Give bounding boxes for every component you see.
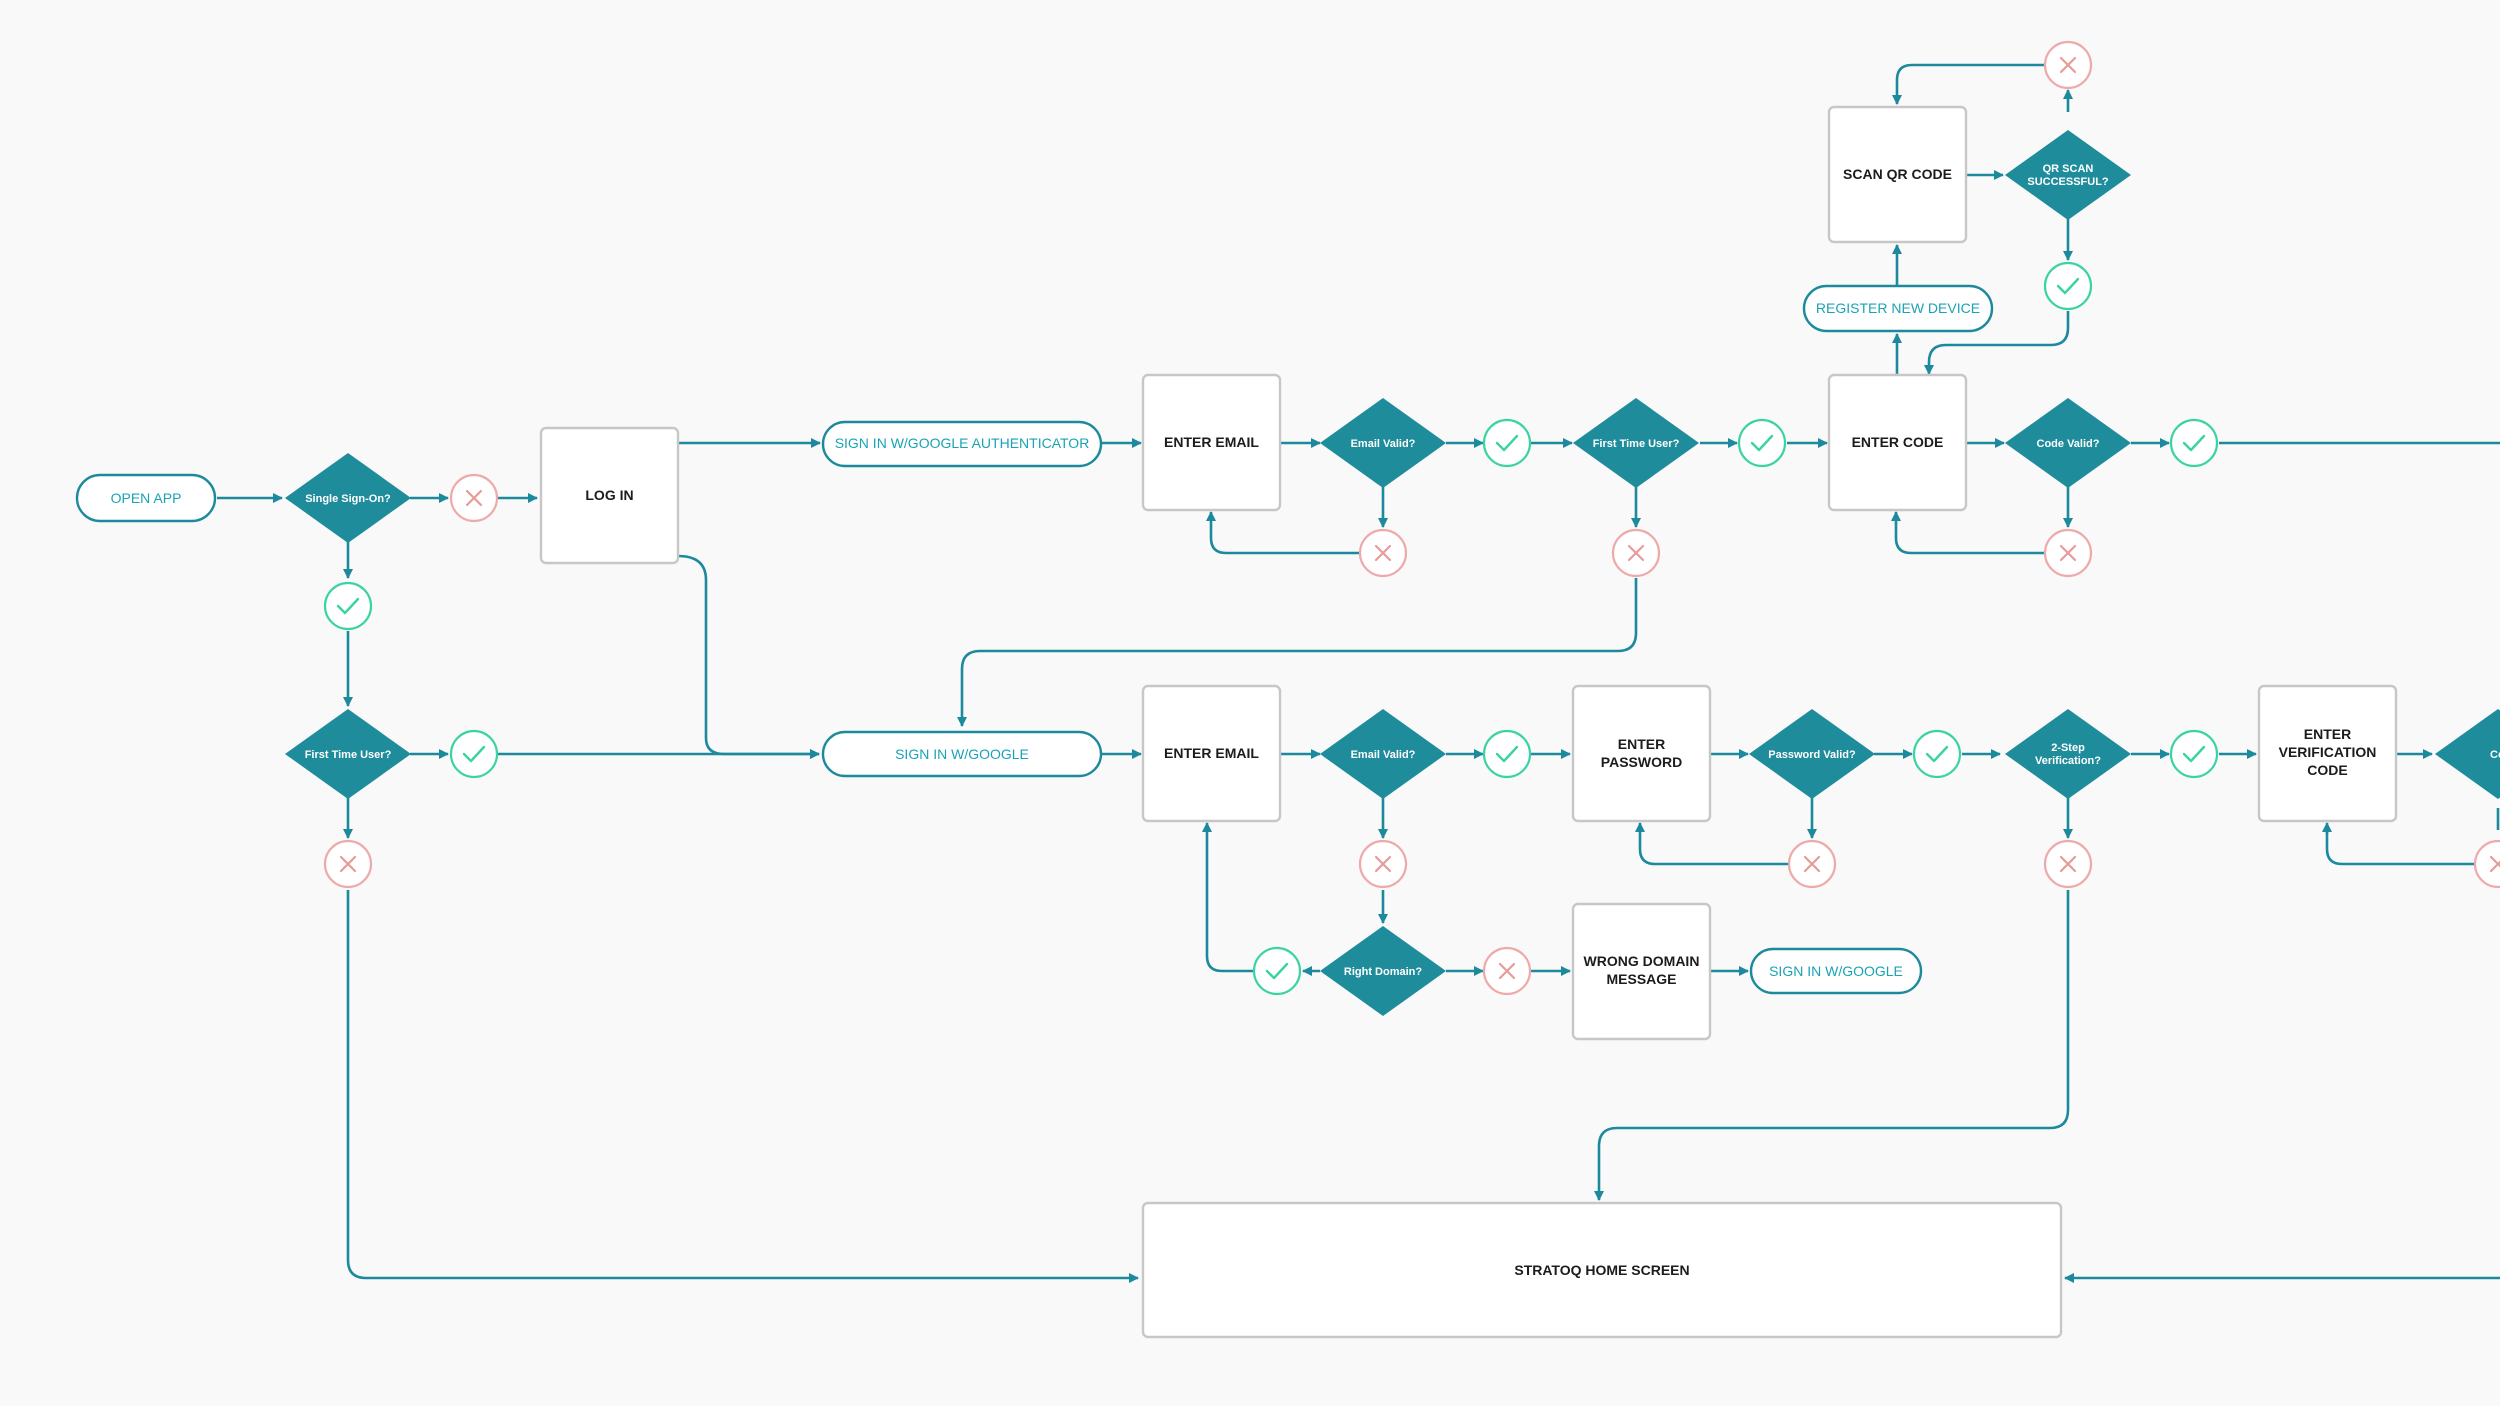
box-label: ENTER <box>1618 736 1665 752</box>
decision-label: Right Domain? <box>1344 966 1422 978</box>
no-x-icon <box>2043 528 2093 578</box>
box-label: ENTER CODE <box>1852 434 1944 450</box>
decision-label: Email Valid? <box>1351 749 1416 761</box>
decision-label: Verification? <box>2035 755 2101 767</box>
box-enter-code: ENTER CODE <box>1827 373 1968 512</box>
decision-label: Code Valid? <box>2037 438 2100 450</box>
box-label: STRATOQ HOME SCREEN <box>1514 1262 1689 1278</box>
decision-code-valid-top: Code Valid? <box>2005 398 2131 488</box>
no-x-icon <box>323 839 373 889</box>
connector <box>2325 830 2476 866</box>
box-enter-email-top: ENTER EMAIL <box>1141 373 1282 512</box>
decision-label: Email Valid? <box>1351 438 1416 450</box>
decision-label: SUCCESSFUL? <box>2027 176 2109 188</box>
decision-label: QR SCAN <box>2043 163 2094 175</box>
decision-qr-scan-successful: QR SCAN SUCCESSFUL? <box>2005 130 2131 220</box>
no-x-icon <box>1787 839 1837 889</box>
yes-check-icon <box>2043 261 2093 311</box>
box-label: VERIFICATION <box>2279 744 2377 760</box>
connector <box>346 890 1139 1283</box>
decision-code-valid-cut: Code V <box>2435 709 2500 799</box>
decision-first-time-user-top: First Time User? <box>1573 398 1699 488</box>
box-stratoq-home-screen: STRATOQ HOME SCREEN <box>1141 1201 2063 1339</box>
decision-2-step-verification: 2-Step Verification? <box>2005 709 2131 799</box>
connector <box>1635 822 1788 866</box>
decision-email-valid-top: Email Valid? <box>1320 398 1446 488</box>
yes-check-icon <box>2169 729 2219 779</box>
connector <box>677 554 820 759</box>
decision-label: Single Sign-On? <box>305 493 391 505</box>
box-label: PASSWORD <box>1601 754 1682 770</box>
yes-check-icon <box>323 581 373 631</box>
pill-label: SIGN IN W/GOOGLE AUTHENTICATOR <box>835 435 1090 451</box>
no-x-icon <box>449 473 499 523</box>
decision-email-valid-mid: Email Valid? <box>1320 709 1446 799</box>
yes-check-icon <box>1912 729 1962 779</box>
yes-check-icon <box>1482 418 1532 468</box>
box-label: CODE <box>2307 762 2347 778</box>
box-scan-qr-code: SCAN QR CODE <box>1827 105 1968 244</box>
box-enter-email-mid: ENTER EMAIL <box>1141 684 1282 823</box>
connector <box>1594 890 2070 1201</box>
box-label: ENTER <box>2304 726 2351 742</box>
no-x-icon <box>2043 40 2093 90</box>
decision-label: Password Valid? <box>1768 749 1856 761</box>
pill-label: OPEN APP <box>111 490 182 506</box>
no-x-icon <box>1358 528 1408 578</box>
no-x-icon <box>2043 839 2093 889</box>
connector <box>1206 511 1359 555</box>
pill-label: REGISTER NEW DEVICE <box>1816 300 1980 316</box>
decision-label: First Time User? <box>305 749 392 761</box>
box-log-in: LOG IN <box>539 426 680 565</box>
box-label: MESSAGE <box>1606 971 1676 987</box>
pill-sign-in-google-authenticator: SIGN IN W/GOOGLE AUTHENTICATOR <box>821 420 1103 468</box>
connector <box>1891 511 2044 555</box>
no-x-icon <box>1482 946 1532 996</box>
yes-check-icon <box>1737 418 1787 468</box>
pill-sign-in-google: SIGN IN W/GOOGLE <box>821 730 1103 778</box>
connector <box>1892 63 2044 105</box>
decision-right-domain: Right Domain? <box>1320 926 1446 1016</box>
yes-check-icon <box>2169 418 2219 468</box>
box-label: WRONG DOMAIN <box>1584 953 1700 969</box>
pill-label: SIGN IN W/GOOGLE <box>895 746 1029 762</box>
no-x-icon <box>1358 839 1408 889</box>
pill-sign-in-google-retry: SIGN IN W/GOOGLE <box>1749 947 1923 995</box>
connectors <box>217 63 2500 1283</box>
decision-label: Code V <box>2490 749 2500 761</box>
yes-check-icon <box>449 729 499 779</box>
connector <box>1202 822 1253 973</box>
yes-check-icon <box>1252 946 1302 996</box>
box-label: ENTER EMAIL <box>1164 434 1259 450</box>
box-wrong-domain-message: WRONG DOMAIN MESSAGE <box>1571 902 1712 1041</box>
pill-register-new-device: REGISTER NEW DEVICE <box>1802 284 1994 333</box>
no-x-icon <box>1611 528 1661 578</box>
yes-check-icon <box>1482 729 1532 779</box>
decision-first-time-user-left: First Time User? <box>285 709 411 799</box>
connector <box>957 578 1638 727</box>
box-label: SCAN QR CODE <box>1843 166 1952 182</box>
connector <box>1924 311 2070 375</box>
pill-open-app: OPEN APP <box>75 473 217 523</box>
decision-password-valid: Password Valid? <box>1749 709 1875 799</box>
box-label: LOG IN <box>585 487 633 503</box>
decision-label: 2-Step <box>2051 742 2085 754</box>
decision-single-sign-on: Single Sign-On? <box>285 453 411 543</box>
decision-label: First Time User? <box>1593 438 1680 450</box>
box-enter-verification-code: ENTER VERIFICATION CODE <box>2257 684 2398 823</box>
no-x-icon <box>2473 839 2500 889</box>
box-label: ENTER EMAIL <box>1164 745 1259 761</box>
box-enter-password: ENTER PASSWORD <box>1571 684 1712 823</box>
pill-label: SIGN IN W/GOOGLE <box>1769 963 1903 979</box>
